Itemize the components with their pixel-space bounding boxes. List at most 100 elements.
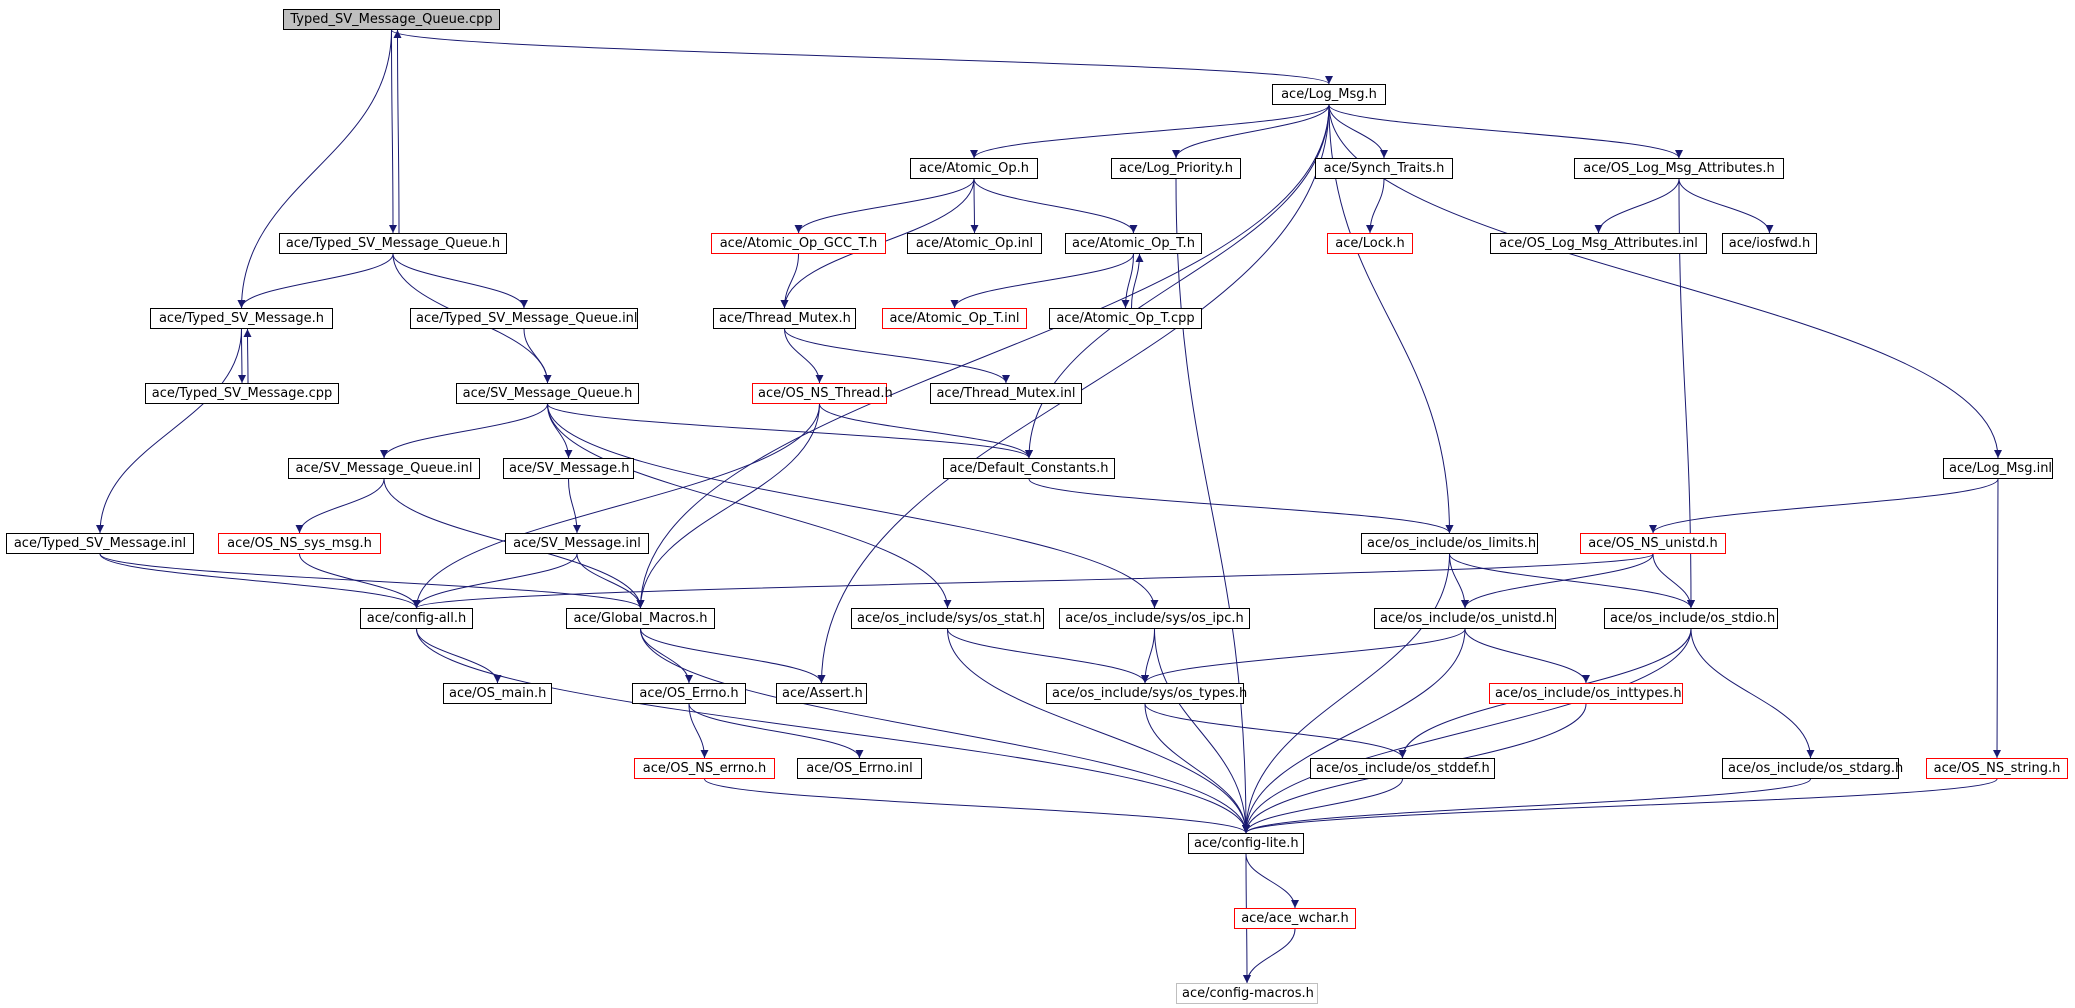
edge-os-stddef-h-to-config-lite-h xyxy=(1242,778,1403,834)
edge-os-ipc-h-to-os-types-h xyxy=(1141,628,1155,684)
edge-os-stat-h-to-os-types-h xyxy=(947,628,1149,684)
edge-os-limits-h-to-os-unistd-h xyxy=(1449,553,1469,609)
node-log-msg-inl[interactable]: ace/Log_Msg.inl xyxy=(1943,458,2053,479)
node-os-ns-errno-h[interactable]: ace/OS_NS_errno.h xyxy=(634,758,775,779)
node-os-stdio-h[interactable]: ace/os_include/os_stdio.h xyxy=(1604,608,1778,629)
node-os-stat-h[interactable]: ace/os_include/sys/os_stat.h xyxy=(851,608,1044,629)
edge-os-ns-string-h-to-config-lite-h xyxy=(1242,778,1998,834)
edge-global-macros-h-to-config-lite-h xyxy=(640,628,1250,834)
edge-atomic-op-gcc-t-h-to-thread-mutex-h xyxy=(780,253,799,309)
edge-thread-mutex-h-to-thread-mutex-inl xyxy=(784,328,1010,384)
edge-os-unistd-h-to-os-inttypes-h xyxy=(1464,628,1590,684)
node-os-ns-sys-msg-h[interactable]: ace/OS_NS_sys_msg.h xyxy=(218,533,381,554)
edge-logmsg-h-to-global-macros-h xyxy=(636,104,1330,609)
node-atomic-op-t-inl[interactable]: ace/Atomic_Op_T.inl xyxy=(882,308,1027,329)
node-typed-sv-mq-inl[interactable]: ace/Typed_SV_Message_Queue.inl xyxy=(410,308,638,329)
node-os-types-h[interactable]: ace/os_include/sys/os_types.h xyxy=(1046,683,1247,704)
node-global-macros-h[interactable]: ace/Global_Macros.h xyxy=(566,608,715,629)
node-thread-mutex-h[interactable]: ace/Thread_Mutex.h xyxy=(713,308,856,329)
edge-os-types-h-to-config-lite-h xyxy=(1144,703,1250,834)
node-os-errno-h[interactable]: ace/OS_Errno.h xyxy=(632,683,746,704)
node-typed-sv-msg-inl[interactable]: ace/Typed_SV_Message.inl xyxy=(6,533,194,554)
node-typed-sv-msg-cpp[interactable]: ace/Typed_SV_Message.cpp xyxy=(145,383,339,404)
node-os-unistd-h[interactable]: ace/os_include/os_unistd.h xyxy=(1374,608,1556,629)
node-atomic-op-gcc-t-h[interactable]: ace/Atomic_Op_GCC_T.h xyxy=(711,233,886,254)
node-sv-mq-h[interactable]: ace/SV_Message_Queue.h xyxy=(456,383,639,404)
node-os-ns-string-h[interactable]: ace/OS_NS_string.h xyxy=(1926,758,2068,779)
edge-synch-traits-h-to-lock-h xyxy=(1366,178,1385,234)
edge-atomic-op-h-to-atomic-op-t-h xyxy=(973,178,1138,234)
edge-os-stdio-h-to-config-lite-h xyxy=(1242,628,1692,834)
edge-thread-mutex-h-to-os-ns-thread-h xyxy=(784,328,824,384)
edge-log-msg-inl-to-os-ns-string-h xyxy=(1993,478,2002,759)
edge-logmsg-h-to-atomic-op-h xyxy=(970,104,1330,159)
node-os-log-msg-attr-h[interactable]: ace/OS_Log_Msg_Attributes.h xyxy=(1574,158,1784,179)
node-sv-msg-h[interactable]: ace/SV_Message.h xyxy=(503,458,634,479)
edge-atomic-op-t-cpp-to-atomic-op-t-h xyxy=(1131,253,1144,309)
edge-typed-sv-mq-inl-to-sv-mq-h xyxy=(523,328,552,384)
node-typed-sv-msg-h[interactable]: ace/Typed_SV_Message.h xyxy=(150,308,333,329)
edge-sv-mq-h-to-sv-msg-h xyxy=(547,403,573,459)
edge-root-to-typed-sv-mq-h xyxy=(388,29,397,234)
node-root[interactable]: Typed_SV_Message_Queue.cpp xyxy=(283,9,500,30)
node-os-main-h[interactable]: ace/OS_main.h xyxy=(443,683,552,704)
node-atomic-op-h[interactable]: ace/Atomic_Op.h xyxy=(910,158,1038,179)
node-sv-msg-inl[interactable]: ace/SV_Message.inl xyxy=(505,533,649,554)
edge-typed-sv-mq-h-to-root xyxy=(393,29,402,234)
edge-sv-msg-inl-to-config-all-h xyxy=(412,553,578,609)
node-assert-h[interactable]: ace/Assert.h xyxy=(776,683,867,704)
edge-os-unistd-h-to-config-lite-h xyxy=(1242,628,1466,834)
node-atomic-op-t-h[interactable]: ace/Atomic_Op_T.h xyxy=(1065,233,1202,254)
node-os-ipc-h[interactable]: ace/os_include/sys/os_ipc.h xyxy=(1059,608,1250,629)
node-os-limits-h[interactable]: ace/os_include/os_limits.h xyxy=(1361,533,1538,554)
edge-os-types-h-to-os-stddef-h xyxy=(1144,703,1407,759)
edge-os-stdio-h-to-os-stdarg-h xyxy=(1690,628,1815,759)
edge-logmsg-h-to-synch-traits-h xyxy=(1328,104,1388,159)
edge-os-stat-h-to-config-lite-h xyxy=(947,628,1250,834)
edge-root-to-logmsg-h xyxy=(391,29,1333,85)
node-os-inttypes-h[interactable]: ace/os_include/os_inttypes.h xyxy=(1489,683,1683,704)
edge-typed-sv-msg-inl-to-global-macros-h xyxy=(99,553,645,609)
node-sv-mq-inl[interactable]: ace/SV_Message_Queue.inl xyxy=(288,458,480,479)
node-config-lite-h[interactable]: ace/config-lite.h xyxy=(1188,833,1304,854)
node-default-constants-h[interactable]: ace/Default_Constants.h xyxy=(943,458,1115,479)
edge-os-ns-errno-h-to-config-lite-h xyxy=(704,778,1250,834)
edge-sv-msg-inl-to-global-macros-h xyxy=(576,553,645,609)
node-log-priority-h[interactable]: ace/Log_Priority.h xyxy=(1111,158,1241,179)
edge-logmsg-h-to-log-priority-h xyxy=(1172,104,1330,159)
edge-typed-sv-msg-inl-to-config-all-h xyxy=(99,553,421,609)
edge-atomic-op-t-h-to-atomic-op-t-inl xyxy=(950,253,1134,309)
node-typed-sv-mq-h[interactable]: ace/Typed_SV_Message_Queue.h xyxy=(279,233,507,254)
edge-sv-msg-h-to-sv-msg-inl xyxy=(568,478,581,534)
node-os-log-msg-attr-inl[interactable]: ace/OS_Log_Msg_Attributes.inl xyxy=(1490,233,1707,254)
edge-os-ns-thread-h-to-config-all-h xyxy=(412,403,820,609)
node-os-ns-unistd-h[interactable]: ace/OS_NS_unistd.h xyxy=(1580,533,1726,554)
node-iosfwd-h[interactable]: ace/iosfwd.h xyxy=(1722,233,1817,254)
node-atomic-op-inl[interactable]: ace/Atomic_Op.inl xyxy=(907,233,1042,254)
edge-os-ns-unistd-h-to-os-unistd-h xyxy=(1461,553,1654,609)
node-logmsg-h[interactable]: ace/Log_Msg.h xyxy=(1272,84,1386,105)
node-os-ns-thread-h[interactable]: ace/OS_NS_Thread.h xyxy=(752,383,893,404)
edge-config-all-h-to-config-lite-h xyxy=(416,628,1250,834)
edge-atomic-op-h-to-atomic-op-gcc-t-h xyxy=(794,178,975,234)
node-lock-h[interactable]: ace/Lock.h xyxy=(1327,233,1413,254)
edge-os-log-msg-attr-h-to-iosfwd-h xyxy=(1678,178,1774,234)
edge-config-lite-h-to-ace-wchar-h xyxy=(1245,853,1299,909)
node-ace-wchar-h[interactable]: ace/ace_wchar.h xyxy=(1234,908,1356,929)
node-os-errno-inl[interactable]: ace/OS_Errno.inl xyxy=(797,758,922,779)
node-thread-mutex-inl[interactable]: ace/Thread_Mutex.inl xyxy=(930,383,1082,404)
edge-atomic-op-h-to-atomic-op-inl xyxy=(970,178,979,234)
node-atomic-op-t-cpp[interactable]: ace/Atomic_Op_T.cpp xyxy=(1049,308,1202,329)
node-os-stddef-h[interactable]: ace/os_include/os_stddef.h xyxy=(1310,758,1495,779)
edge-log-msg-inl-to-os-ns-unistd-h xyxy=(1649,478,1999,534)
edge-atomic-op-t-h-to-atomic-op-t-cpp xyxy=(1121,253,1134,309)
node-os-stdarg-h[interactable]: ace/os_include/os_stdarg.h xyxy=(1722,758,1903,779)
edge-typed-sv-mq-h-to-typed-sv-mq-inl xyxy=(392,253,528,309)
node-config-macros-h[interactable]: ace/config-macros.h xyxy=(1176,983,1318,1004)
edge-typed-sv-msg-cpp-to-typed-sv-msg-h xyxy=(243,328,252,384)
node-config-all-h[interactable]: ace/config-all.h xyxy=(360,608,473,629)
edge-os-ns-unistd-h-to-os-stdio-h xyxy=(1652,553,1695,609)
node-synch-traits-h[interactable]: ace/Synch_Traits.h xyxy=(1315,158,1453,179)
edge-sv-mq-h-to-sv-mq-inl xyxy=(380,403,548,459)
